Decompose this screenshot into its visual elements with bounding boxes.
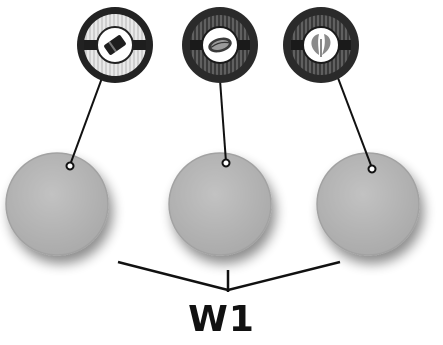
connector-lines [69, 77, 373, 169]
badge-eraser [77, 7, 153, 83]
connector-dot-right [367, 164, 377, 174]
eraser-icon [104, 35, 126, 55]
seed-icon [208, 37, 232, 53]
connector-dot-left [65, 161, 75, 171]
group-bracket [117, 260, 341, 292]
leaf-icon [311, 34, 331, 57]
connector-right [337, 77, 373, 169]
badge-leaf [283, 7, 359, 83]
connector-dots [65, 158, 377, 174]
connector-dot-middle [221, 158, 231, 168]
disc-right [316, 152, 420, 256]
badge-seed [182, 7, 258, 83]
disc-middle [168, 152, 272, 256]
connector-left [69, 77, 103, 166]
connector-middle [219, 79, 227, 163]
disc-left [5, 152, 109, 256]
group-label: W1 [188, 299, 255, 340]
